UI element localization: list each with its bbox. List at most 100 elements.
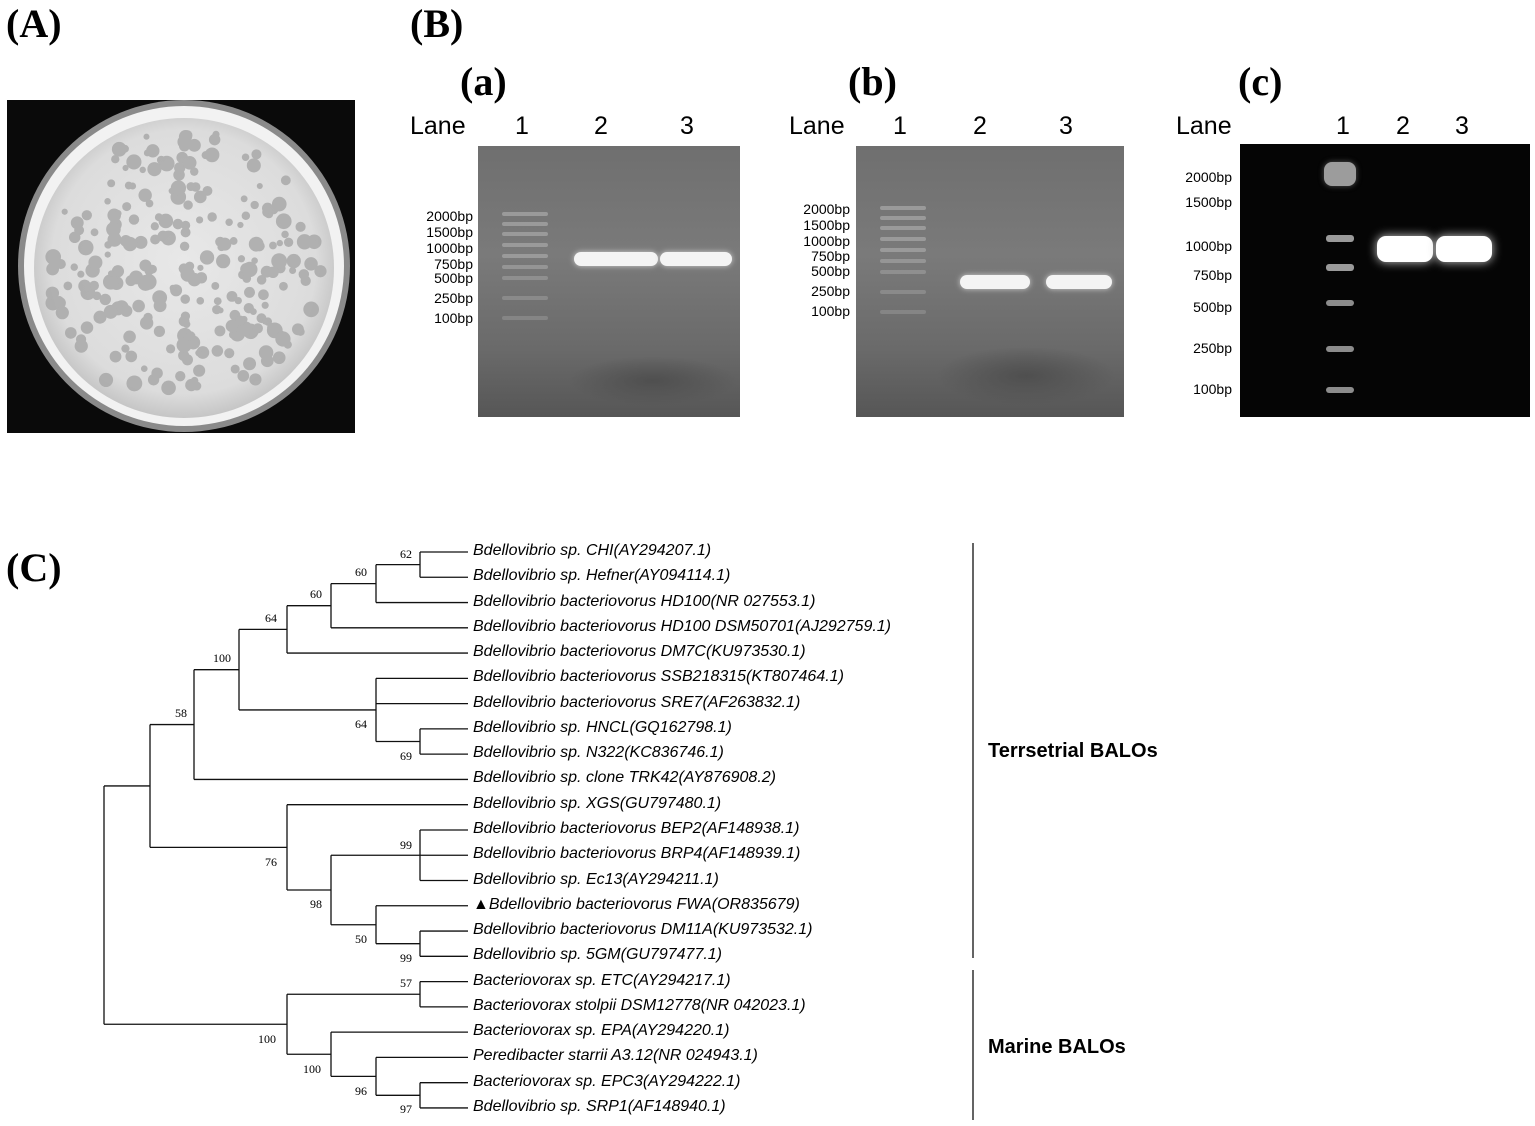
taxon-label: Bdellovibrio sp. Hefner(AY094114.1): [473, 567, 731, 585]
lane-number: 1: [893, 112, 907, 140]
plaque: [280, 175, 291, 186]
plaque: [252, 323, 263, 334]
plaque: [303, 301, 320, 318]
plaque: [261, 318, 269, 325]
plaque: [93, 310, 107, 324]
plaque: [246, 158, 261, 173]
plaque: [158, 155, 175, 172]
bootstrap-value: 69: [400, 749, 412, 763]
plaque: [153, 299, 167, 313]
plaque: [122, 164, 129, 172]
plaque: [80, 321, 94, 334]
plaque: [146, 144, 160, 158]
plaque: [185, 261, 195, 271]
marker-label: 500bp: [811, 263, 850, 279]
petri-dish-graphic: [18, 100, 350, 432]
plaque: [63, 281, 73, 291]
plaque: [187, 138, 201, 152]
plaque: [45, 249, 62, 265]
plaque: [279, 281, 288, 291]
plaque: [99, 293, 111, 306]
marker-label: 1500bp: [426, 224, 473, 240]
plaque: [139, 166, 146, 174]
plaque: [122, 236, 138, 252]
plaque: [275, 213, 292, 230]
plaque: [176, 337, 192, 353]
plaque: [161, 230, 176, 246]
plaque: [197, 264, 204, 271]
plaque: [181, 220, 191, 230]
plaque: [190, 167, 199, 176]
plaque: [216, 254, 231, 269]
taxon-label: Bdellovibrio sp. 5GM(GU797477.1): [473, 946, 723, 964]
plaque: [70, 216, 84, 230]
plaque: [292, 257, 300, 266]
taxon-label: Bdellovibrio bacteriovorus SSB218315(KT8…: [473, 668, 844, 686]
lane-header: Lane: [410, 112, 466, 140]
plaque: [283, 237, 294, 247]
marker-label: 250bp: [434, 290, 473, 306]
plaque: [296, 234, 313, 250]
plaque: [195, 349, 202, 357]
marker-label: 1500bp: [1185, 194, 1232, 210]
plaque: [109, 350, 122, 363]
taxon-label: Bdellovibrio bacteriovorus SRE7(AF263832…: [473, 693, 801, 711]
marker-label: 250bp: [1193, 340, 1232, 356]
plaque: [150, 234, 161, 245]
taxon-label: Bacteriovorax sp. EPC3(AY294222.1): [473, 1072, 741, 1090]
plaque: [214, 325, 226, 337]
plaque: [145, 268, 153, 276]
taxon-label: Bdellovibrio bacteriovorus HD100 DSM5070…: [473, 617, 892, 635]
plaque: [77, 270, 85, 278]
plaque: [241, 153, 250, 161]
plaque: [178, 130, 193, 144]
plaque: [55, 306, 69, 320]
plaque: [226, 290, 238, 302]
plaque: [78, 239, 94, 256]
plaque: [258, 289, 269, 301]
plaque: [114, 209, 122, 217]
plaque: [307, 237, 316, 247]
lane-number: 2: [973, 112, 987, 140]
bootstrap-value: 99: [400, 838, 412, 852]
plaque: [125, 275, 137, 287]
taxon-label: ▲Bdellovibrio bacteriovorus FWA(OR835679…: [473, 895, 800, 913]
plaque: [89, 280, 99, 291]
marker-label: 250bp: [811, 283, 850, 299]
bootstrap-value: 100: [258, 1032, 276, 1046]
plaque: [251, 149, 262, 160]
plaque: [143, 312, 153, 323]
plaque: [241, 211, 251, 220]
plaque: [98, 372, 114, 388]
taxon-label: Bdellovibrio bacteriovorus HD100(NR 0275…: [473, 592, 816, 610]
plaque: [124, 181, 133, 190]
taxon-label: Bdellovibrio sp. clone TRK42(AY876908.2): [473, 769, 776, 787]
panel-label-a-upper: (A): [6, 1, 62, 46]
marker-label: 1000bp: [1185, 238, 1232, 254]
lane-number: 2: [1396, 112, 1410, 140]
lane-number: 3: [1455, 112, 1469, 140]
marker-label: 1500bp: [803, 217, 850, 233]
plaque: [147, 162, 162, 177]
plaque: [172, 218, 184, 230]
plaque: [104, 198, 111, 205]
plaque: [182, 155, 197, 170]
plaque: [211, 282, 220, 290]
plaque: [249, 373, 262, 386]
plaque: [271, 196, 287, 212]
plaque: [228, 330, 238, 339]
plaque: [126, 154, 142, 170]
bootstrap-value: 76: [265, 855, 277, 869]
plaque: [276, 239, 283, 247]
plaque: [125, 350, 138, 363]
plaque: [150, 222, 159, 231]
plaque: [283, 340, 292, 349]
plaque: [174, 162, 186, 174]
plaque: [134, 235, 148, 249]
bootstrap-value: 64: [265, 611, 277, 625]
taxon-label: Bdellovibrio sp. HNCL(GQ162798.1): [473, 718, 732, 736]
plaque: [185, 331, 196, 342]
plaque: [185, 378, 198, 392]
plaque: [195, 216, 204, 224]
